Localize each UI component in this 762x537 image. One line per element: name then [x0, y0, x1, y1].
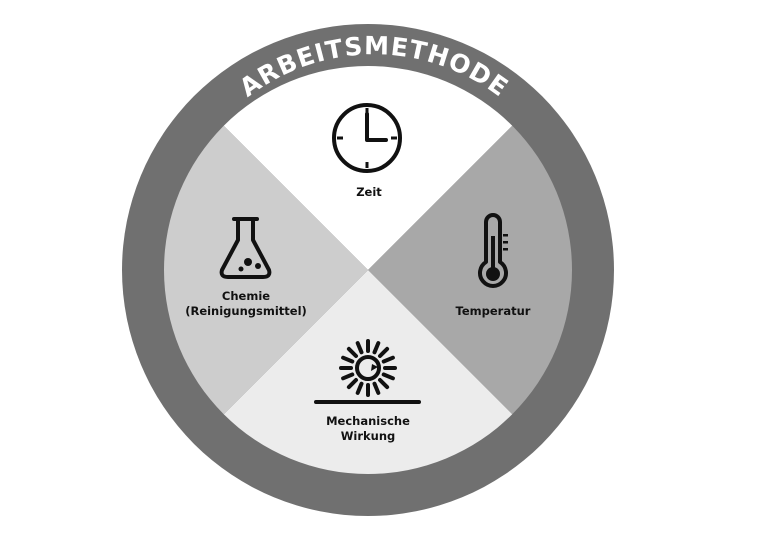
- ray-line: [341, 372, 355, 381]
- segment-bottom: [164, 270, 572, 474]
- label-chemie: Chemie: [222, 289, 270, 303]
- label-zeit: Zeit: [356, 185, 382, 199]
- ray-line: [346, 378, 358, 390]
- thermometer-icon: [478, 213, 508, 288]
- label-wirkung: Wirkung: [341, 429, 396, 443]
- mechanical-action-icon: [314, 339, 421, 404]
- ray-line: [372, 341, 381, 355]
- ray-line: [346, 346, 358, 358]
- ray-line: [355, 341, 364, 355]
- label-temperatur: Temperatur: [456, 304, 531, 318]
- ray-line: [378, 378, 390, 390]
- ray-line: [341, 355, 355, 364]
- ray-line: [355, 381, 364, 395]
- ray-line: [372, 381, 381, 395]
- segment-right: [368, 66, 572, 474]
- ray-line: [381, 372, 395, 381]
- ray-line: [381, 355, 395, 364]
- ray-line: [378, 346, 390, 358]
- label-mechanische: Mechanische: [326, 414, 410, 428]
- label-reinigungsmittel: (Reinigungsmittel): [185, 304, 307, 318]
- clock-icon: [332, 103, 402, 173]
- flask-icon: [219, 217, 272, 279]
- quadrants: [164, 66, 572, 474]
